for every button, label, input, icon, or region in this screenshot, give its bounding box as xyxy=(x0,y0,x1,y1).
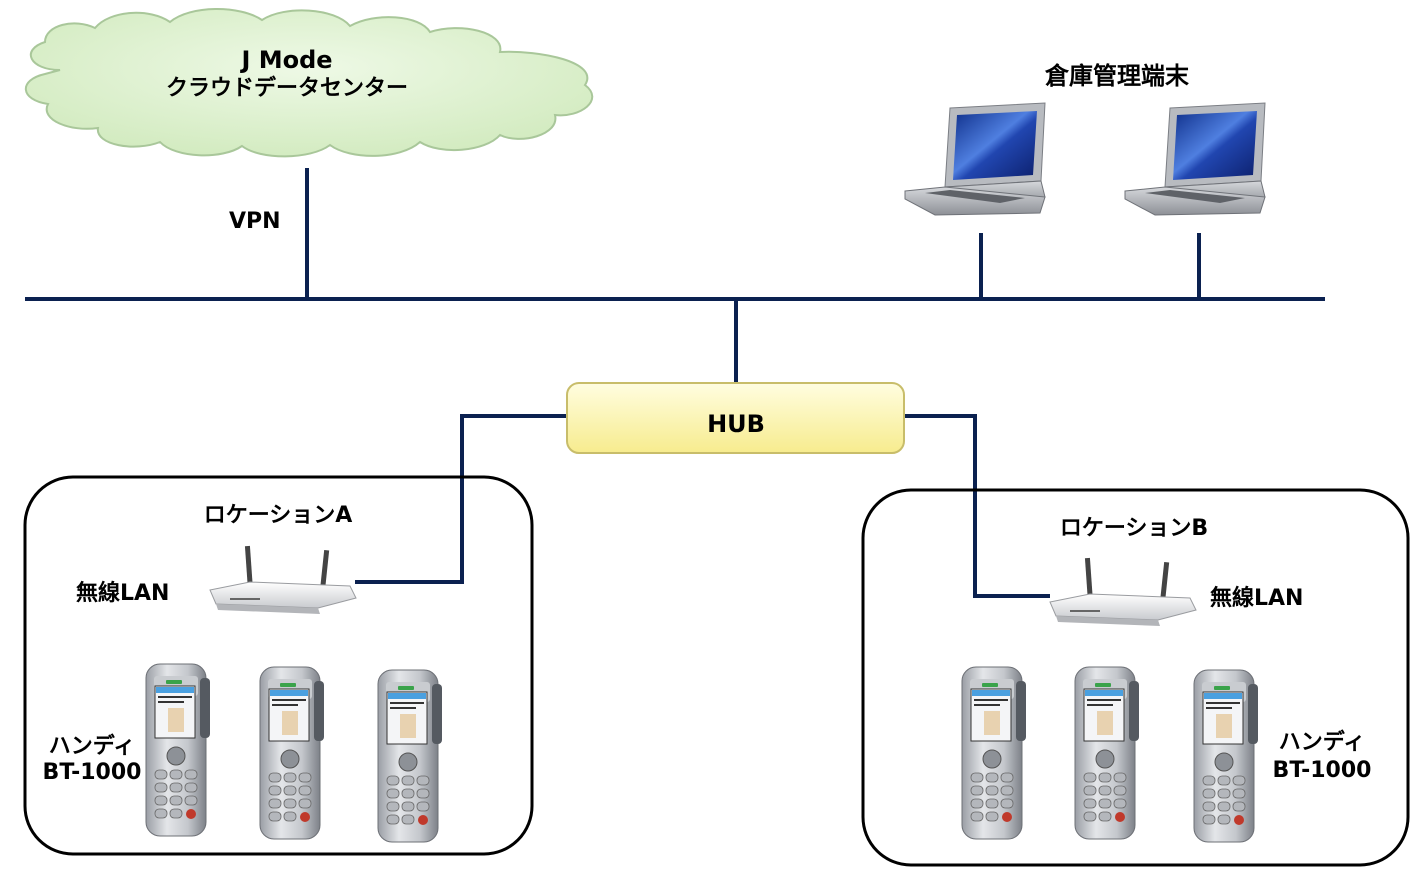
handheld-terminal-icon xyxy=(259,666,325,840)
hub-to-location-b xyxy=(904,414,1050,598)
terminals-label: 倉庫管理端末 xyxy=(1045,62,1189,90)
cloud-icon xyxy=(24,8,594,158)
laptop-icon xyxy=(904,102,1046,216)
location-b-handy-model: BT-1000 xyxy=(1272,758,1372,783)
hub-label: HUB xyxy=(707,410,765,438)
handheld-terminal-icon xyxy=(145,663,211,837)
handheld-terminal-icon xyxy=(1074,666,1140,840)
router-icon xyxy=(1049,557,1197,627)
laptop-icon xyxy=(1124,102,1266,216)
vpn-label: VPN xyxy=(229,209,281,234)
cloud-subtitle: クラウドデータセンター xyxy=(165,76,409,101)
hub-to-location-a xyxy=(355,414,567,584)
location-a-wlan-label: 無線LAN xyxy=(76,581,170,606)
location-a-frame xyxy=(23,475,534,856)
location-a-handy-label: ハンディ xyxy=(48,734,136,759)
handheld-terminal-icon xyxy=(1193,669,1259,843)
location-a-handy-model: BT-1000 xyxy=(42,760,142,785)
cloud-title: J Mode xyxy=(241,46,333,74)
location-b-title: ロケーションB xyxy=(1059,516,1209,541)
network-lines xyxy=(25,168,1325,598)
hub-box xyxy=(566,382,905,454)
location-b-wlan-label: 無線LAN xyxy=(1210,586,1304,611)
location-b-frame xyxy=(861,488,1410,867)
handheld-terminal-icon xyxy=(377,669,443,843)
location-a-title: ロケーションA xyxy=(203,503,353,528)
handheld-terminal-icon xyxy=(961,666,1027,840)
router-icon xyxy=(209,545,357,615)
location-b-handy-label: ハンディ xyxy=(1278,730,1366,755)
